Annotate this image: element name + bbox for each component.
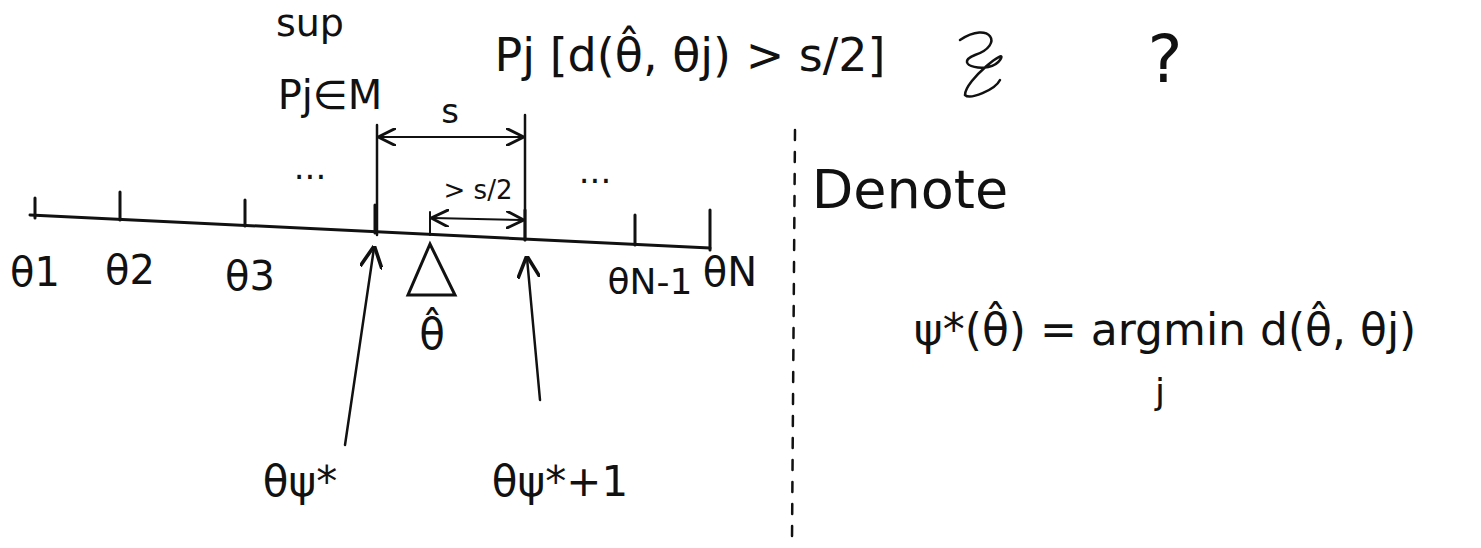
handwritten-label: Pj [d(θ̂, θj) > s/2] xyxy=(495,30,886,81)
divider xyxy=(792,130,795,540)
handwritten-label: sup xyxy=(276,3,344,45)
tick-marks xyxy=(35,192,710,250)
handwritten-label: θ2 xyxy=(105,248,155,292)
estimator-triangle xyxy=(408,244,455,295)
handwritten-label: Pj∈M xyxy=(278,73,383,117)
half-span-tick xyxy=(429,212,431,235)
scribble xyxy=(960,32,1001,96)
handwritten-label: θ3 xyxy=(225,254,275,298)
handwritten-label: ψ*(θ̂) = argmin d(θ̂, θj) xyxy=(914,306,1417,354)
handwritten-label: ... xyxy=(579,153,611,190)
pointer-arrow xyxy=(527,258,540,400)
handwritten-label: θ1 xyxy=(10,250,60,294)
handwritten-label: θ̂ xyxy=(419,312,445,358)
bracket-lines xyxy=(377,115,525,240)
handwritten-label: θN-1 xyxy=(608,262,693,302)
s-span-arrow xyxy=(380,136,522,138)
handwritten-label: θψ*+1 xyxy=(492,459,628,505)
handwritten-label: j xyxy=(1155,372,1165,412)
half-span-arrow xyxy=(433,218,522,220)
handwritten-label: > s/2 xyxy=(444,176,513,205)
handwritten-label: θN xyxy=(703,250,757,294)
handwritten-label: ? xyxy=(1147,24,1182,97)
handwritten-label: θψ* xyxy=(263,459,337,505)
handwritten-label: Denote xyxy=(812,160,1008,219)
handwritten-label: ... xyxy=(294,149,326,186)
number-line xyxy=(30,215,710,248)
pointer-arrow xyxy=(345,248,374,445)
handwritten-label: s xyxy=(441,93,459,130)
